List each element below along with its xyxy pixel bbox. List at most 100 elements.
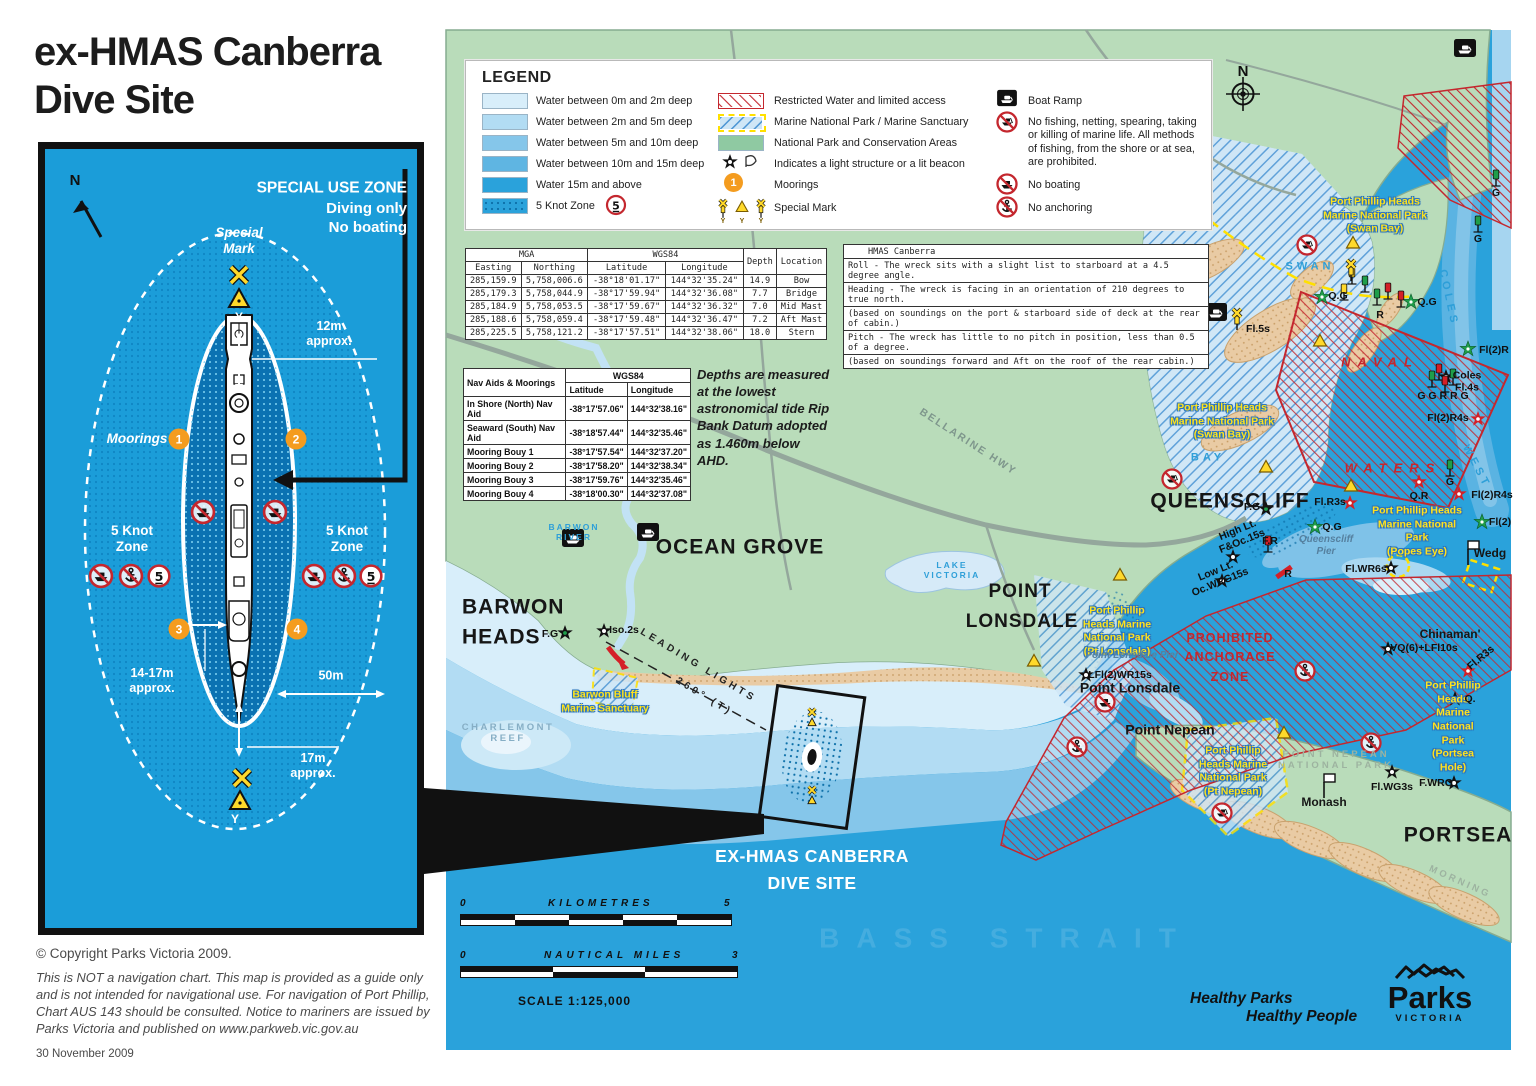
legend-boat-ramp: Boat Ramp (1028, 95, 1083, 107)
nav-wgs84-header: WGS84 (565, 368, 691, 383)
water-0-2m-swatch (482, 93, 528, 109)
y-mark-label-bottom: Y (230, 811, 240, 826)
marine-np-swatch (718, 114, 766, 132)
table-row: Mooring Bouy 4-38°18'00.30"144°32'37.08" (462, 486, 692, 501)
table-cell: 144°32'37.08" (626, 486, 692, 501)
km-caption: KILOMETRES (548, 898, 654, 909)
table-row: Heading - The wreck is facing in an orie… (843, 282, 1209, 307)
table-row: In Shore (North) Nav Aid-38°17'57.06"144… (462, 396, 692, 421)
legend-no-anchoring: No anchoring (1028, 202, 1093, 214)
mooring-1: 1 (168, 428, 190, 450)
table-cell: 144°32'38.06" (664, 326, 744, 340)
northing-header: Northing (520, 261, 589, 275)
moorings-label: Moorings (106, 430, 168, 446)
diving-only-label: Diving only (326, 200, 407, 217)
legend-no-boating: No boating (1028, 179, 1081, 191)
national-park-swatch (718, 135, 764, 151)
hmas-canberra-table: HMAS Canberra Roll - The wreck sits with… (843, 244, 1209, 369)
legend-light: Indicates a light structure or a lit bea… (774, 158, 965, 170)
table-cell: Mooring Bouy 2 (462, 458, 567, 473)
table-cell: 144°32'35.46" (626, 472, 692, 487)
svg-text:Y: Y (721, 218, 726, 225)
no-boat-icon (1094, 691, 1116, 713)
dim-14-17m-label: 14-17m approx. (129, 666, 175, 695)
callout-connector (273, 169, 408, 490)
five-knot-icon (359, 564, 383, 588)
table-row: (based on soundings forward and Aft on t… (843, 354, 1209, 369)
hmas-title: HMAS Canberra (843, 244, 1209, 259)
main-map-graphic (424, 29, 1512, 1050)
table-cell: 285,159.9 (465, 274, 522, 288)
wgs84-header: WGS84 (587, 248, 744, 262)
table-cell: -38°17'59.76" (565, 472, 628, 487)
dive-site-callout (757, 683, 867, 831)
ramp-icon (636, 522, 660, 542)
water-5-10m-swatch (482, 135, 528, 151)
dimension-arrows (183, 333, 385, 757)
table-cell: 285,188.6 (465, 313, 522, 327)
table-cell: Aft Mast (776, 313, 827, 327)
parks-logo-mountains-icon (1394, 963, 1466, 980)
table-cell: -38°17'57.54" (565, 444, 628, 459)
table-cell: 144°32'36.47" (664, 313, 744, 327)
victoria-logo-text: VICTORIA (1395, 1013, 1465, 1024)
no-anchoring-icon (331, 563, 357, 589)
legend-no-fishing: No fishing, netting, spearing, taking or… (1028, 116, 1197, 169)
table-cell: Bridge (776, 287, 827, 301)
latitude-header: Latitude (587, 261, 666, 275)
boat-ramp-icon (996, 89, 1018, 107)
healthy-parks-text: Healthy Parks (1190, 990, 1293, 1007)
svg-text:Y: Y (759, 218, 764, 225)
ramp-icon (1453, 38, 1477, 58)
table-cell: -38°18'01.17" (587, 274, 666, 288)
table-cell: 5,758,006.6 (520, 274, 589, 288)
table-cell: Pitch - The wreck has little to no pitch… (843, 330, 1209, 355)
no-anchor-icon (1066, 736, 1088, 758)
no-boating-icon (262, 499, 288, 525)
dim-12m-label: 12m approx. (306, 319, 352, 348)
table-cell: 144°32'36.08" (664, 287, 744, 301)
depths-note: Depths are measured at the lowest astron… (697, 367, 830, 468)
map-date: 30 November 2009 (36, 1047, 134, 1060)
longitude-header: Longitude (664, 261, 744, 275)
five-knot-swatch (482, 198, 528, 214)
legend-marine-np: Marine National Park / Marine Sanctuary (774, 116, 969, 128)
table-cell: 144°32'38.16" (626, 396, 692, 421)
no-boating-icon (88, 563, 114, 589)
km-five: 5 (724, 898, 730, 909)
table-cell: 5,758,053.5 (520, 300, 589, 314)
no-fishing-icon (996, 111, 1018, 133)
no-fish-icon (1296, 234, 1318, 256)
scale-text: SCALE 1:125,000 (518, 994, 632, 1008)
water-15m-swatch (482, 177, 528, 193)
table-cell: -38°17'59.94" (587, 287, 666, 301)
legend-water-10-15m: Water between 10m and 15m deep (536, 158, 705, 170)
table-cell: 7.0 (742, 300, 778, 314)
table-cell: 7.2 (742, 313, 778, 327)
nm-caption: NAUTICAL MILES (544, 950, 685, 961)
table-cell: 144°32'35.46" (626, 420, 692, 445)
table-cell: -38°17'59.67" (587, 300, 666, 314)
nm-zero: 0 (460, 950, 466, 961)
no-anchoring-icon (996, 196, 1018, 218)
special-mark-label: Special Mark (215, 224, 263, 256)
table-cell: Mooring Bouy 3 (462, 472, 567, 487)
table-cell: Mooring Bouy 4 (462, 486, 567, 501)
special-mark-icon (228, 767, 253, 810)
table-cell: In Shore (North) Nav Aid (462, 396, 567, 421)
nm-bar (460, 966, 738, 978)
location-header: Location (776, 248, 827, 275)
table-row: Mooring Bouy 3-38°17'59.76"144°32'35.46" (462, 472, 692, 487)
table-cell: Heading - The wreck is facing in an orie… (843, 282, 1209, 307)
no-boating-icon (996, 173, 1018, 195)
mooring-2: 2 (285, 428, 307, 450)
special-mark-icon: Y Y Y (717, 198, 767, 225)
no-boating-icon (301, 563, 327, 589)
legend-water-0-2m: Water between 0m and 2m deep (536, 95, 693, 107)
table-cell: Mid Mast (776, 300, 827, 314)
